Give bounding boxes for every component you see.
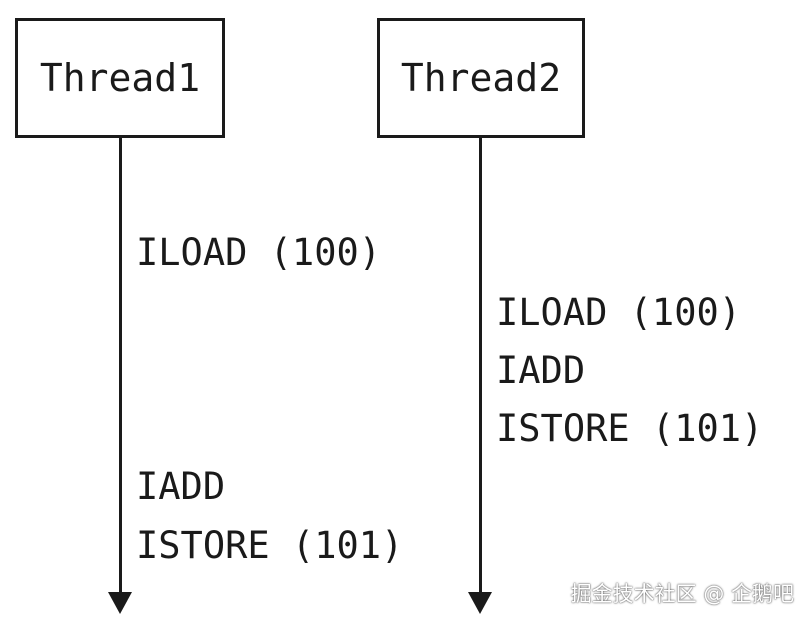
thread2-iload-instruction: ILOAD (100) — [496, 291, 742, 334]
thread2-box: Thread2 — [377, 18, 585, 138]
thread1-box: Thread1 — [15, 18, 225, 138]
thread2-istore-instruction: ISTORE (101) — [496, 407, 764, 450]
thread1-iload-instruction: ILOAD (100) — [136, 231, 382, 274]
thread1-timeline — [119, 138, 122, 593]
thread2-timeline — [479, 138, 482, 593]
thread2-arrow-down-icon — [468, 592, 492, 614]
thread1-arrow-down-icon — [108, 592, 132, 614]
thread2-label: Thread2 — [400, 56, 562, 100]
thread1-istore-instruction: ISTORE (101) — [136, 524, 404, 567]
thread1-iadd-instruction: IADD — [136, 465, 226, 508]
thread2-iadd-instruction: IADD — [496, 349, 586, 392]
watermark: 掘金技术社区 @ 企鹅吧 — [570, 582, 794, 606]
thread1-label: Thread1 — [39, 56, 201, 100]
